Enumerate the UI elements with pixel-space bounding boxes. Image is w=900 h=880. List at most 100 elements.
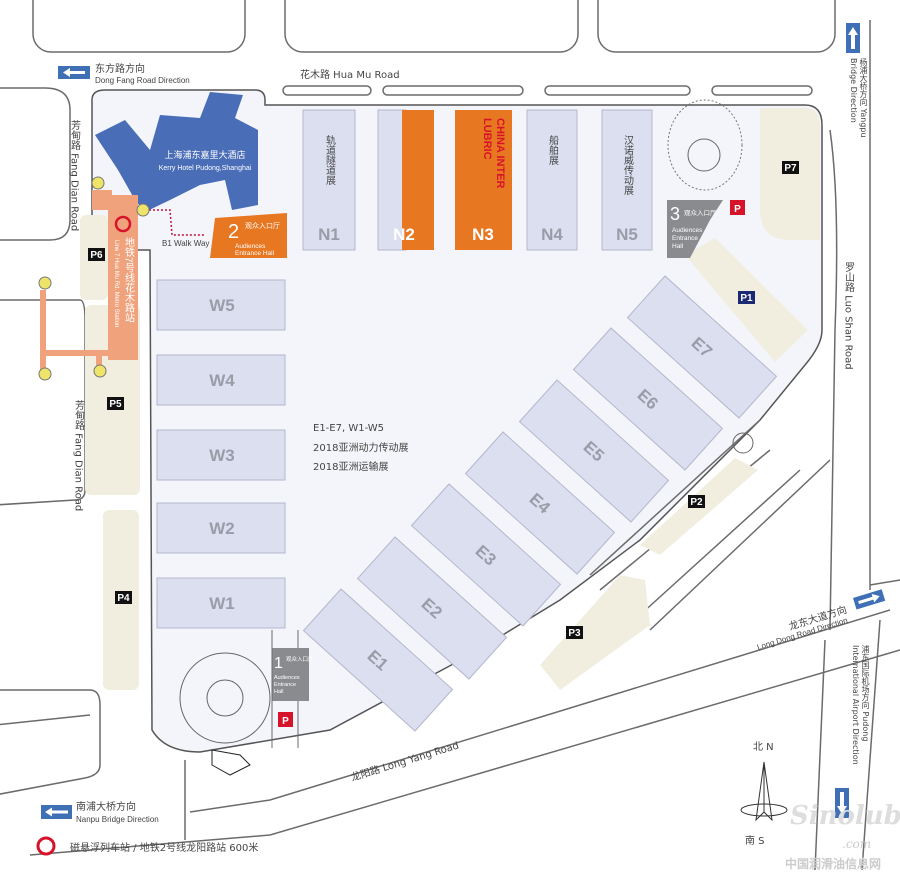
- arrow-left-icon: [63, 68, 85, 77]
- svg-text:P4: P4: [117, 593, 130, 604]
- hall-w5-label: W5: [209, 296, 235, 315]
- parking-tag-p3: P3: [566, 626, 583, 639]
- svg-text:2: 2: [228, 221, 239, 243]
- hall-n4-label: N4: [541, 225, 563, 244]
- svg-text:.com: .com: [842, 837, 871, 851]
- svg-text:P5: P5: [109, 399, 122, 410]
- hall-w3-label: W3: [209, 446, 235, 465]
- kerry-hotel: [95, 92, 258, 212]
- compass-icon: 北 N 南 S: [740, 741, 788, 847]
- svg-text:南浦大桥方向: 南浦大桥方向: [76, 800, 136, 813]
- center-note-show1: 2018亚洲动力传动展: [313, 441, 408, 454]
- road-hua-mu: 花木路 Hua Mu Road: [300, 68, 400, 81]
- center-note-halls: E1-E7, W1-W5: [313, 423, 384, 434]
- airport-label: 浦东国际机场方向 Pudong International Airport Di…: [851, 645, 870, 765]
- direction-dong-fang: 东方路方向 Dong Fang Road Direction: [58, 62, 190, 85]
- parking-sign-p-south: P: [278, 712, 293, 727]
- hall-n5-label: N5: [616, 225, 638, 244]
- yangpu-label-box: 杨浦大桥方向 Yangpu Bridge Direction: [849, 58, 868, 138]
- metro-name-cn: 地铁7号线花木路站: [123, 236, 135, 324]
- fountain: [687, 138, 721, 172]
- direction-yangpu: 杨浦大桥方向 Yangpu Bridge Direction: [846, 23, 868, 138]
- svg-text:东方路方向: 东方路方向: [95, 62, 145, 75]
- hotel-name-cn: 上海浦东嘉里大酒店: [164, 149, 245, 160]
- china-inter-lubric-logo-box: CHINA INTER LUBRIC: [481, 118, 506, 189]
- svg-text:Entrance: Entrance: [672, 235, 698, 242]
- road-luo-shan: 罗山路 Luo Shan Road: [843, 262, 855, 370]
- hall-n4-desc: 船舶展: [547, 134, 559, 166]
- svg-text:Audiences: Audiences: [274, 675, 300, 681]
- svg-text:Nanpu Bridge Direction: Nanpu Bridge Direction: [76, 815, 159, 824]
- entrance-hall-3[interactable]: 3 观众入口厅 Audiences Entrance Hall: [667, 200, 723, 258]
- arrow-right-icon: [858, 593, 880, 605]
- svg-text:北 N: 北 N: [753, 741, 774, 753]
- arrow-down-icon: [837, 792, 847, 814]
- svg-text:观众入口厅: 观众入口厅: [245, 222, 280, 230]
- yangpu-label: 杨浦大桥方向 Yangpu Bridge Direction: [849, 58, 868, 138]
- building: [211, 749, 251, 776]
- china-inter-lubric-logo: CHINA INTER LUBRIC: [481, 118, 506, 189]
- direction-airport: 浦东国际机场方向 Pudong International Airport Di…: [835, 645, 870, 818]
- footer-note: 磁悬浮列车站 / 地铁2号线龙阳路站 600米: [70, 841, 258, 854]
- hall-n1-label: N1: [318, 225, 340, 244]
- svg-text:P2: P2: [690, 497, 703, 508]
- hall-n1-desc: 轨道隧道展: [324, 134, 336, 186]
- svg-text:Audiences: Audiences: [672, 227, 703, 234]
- hall-w1-label: W1: [209, 594, 235, 613]
- metro-name-en: Line 7 Hua Mu Rd. Metro Station: [113, 240, 119, 327]
- svg-text:Audiences: Audiences: [235, 243, 266, 250]
- svg-text:Hall: Hall: [274, 689, 283, 695]
- walkway-label: B1 Walk Way: [162, 239, 209, 248]
- plaza: [667, 99, 743, 191]
- road-fang-dian-south: 芳甸路 Fang Dian Road: [73, 399, 85, 511]
- entrance-hall-2[interactable]: 2 观众入口厅 Audiences Entrance Hall: [210, 213, 287, 258]
- road-fang-dian-north: 芳甸路 Fang Dian Road: [69, 119, 81, 231]
- svg-text:P1: P1: [740, 293, 753, 304]
- east-halls: E1 E2 E3 E4 E5 E6 E7: [302, 275, 778, 732]
- metro-station: 地铁7号线花木路站 Line 7 Hua Mu Rd. Metro Statio…: [38, 176, 150, 381]
- arrow-left-icon: [45, 807, 68, 817]
- entrance-hall-1[interactable]: 1 观众入口厅 Audiences Entrance Hall: [272, 648, 314, 701]
- svg-text:观众入口厅: 观众入口厅: [286, 656, 314, 663]
- parking-tag-p2: P2: [688, 495, 705, 508]
- direction-long-dong: 龙东大道方向 Long Dong Road Direction: [756, 589, 886, 652]
- road-long-yang: 龙阳路 Long Yang Road: [349, 739, 460, 784]
- svg-text:南 S: 南 S: [745, 834, 765, 847]
- walkway-path: [145, 209, 205, 236]
- svg-text:中国润滑油信息网: 中国润滑油信息网: [785, 856, 881, 871]
- svg-text:Hall: Hall: [672, 243, 684, 250]
- svg-text:Entrance Hall: Entrance Hall: [235, 250, 275, 257]
- watermark: Sinolub .com 中国润滑油信息网: [785, 801, 900, 871]
- parking-tag-p5: P5: [107, 397, 124, 410]
- roundabout: [179, 652, 271, 744]
- hall-w4-label: W4: [209, 371, 235, 390]
- metro-logo-icon: [36, 836, 56, 856]
- direction-nanpu: 南浦大桥方向 Nanpu Bridge Direction: [41, 800, 159, 824]
- center-note-show2: 2018亚洲运输展: [313, 460, 388, 473]
- hall-n5-desc: 汉诺威传动展: [622, 135, 634, 196]
- svg-text:观众入口厅: 观众入口厅: [684, 209, 717, 217]
- metro-logo-icon: [114, 215, 132, 233]
- parking-tag-p1: P1: [738, 291, 755, 304]
- west-halls: W5 W4 W3 W2 W1: [156, 279, 286, 629]
- parking-tag-p7: P7: [782, 161, 799, 174]
- hall-n2-label: N2: [393, 225, 415, 244]
- svg-text:1: 1: [274, 655, 283, 672]
- svg-text:Sinolub: Sinolub: [790, 801, 900, 831]
- parking-sign-p-north: P: [730, 200, 745, 215]
- svg-text:P: P: [282, 716, 289, 727]
- hall-n3-label: N3: [472, 225, 494, 244]
- svg-text:P7: P7: [784, 163, 797, 174]
- hotel-name-en: Kerry Hotel Pudong,Shanghai: [159, 165, 252, 172]
- arrow-up-icon: [848, 27, 858, 49]
- parking-tag-p4: P4: [115, 591, 132, 604]
- parking-tag-p6: P6: [88, 248, 105, 261]
- svg-text:P6: P6: [90, 250, 103, 261]
- svg-text:P3: P3: [568, 628, 581, 639]
- svg-text:3: 3: [670, 204, 680, 224]
- north-halls: 轨道隧道展 N1 N2 CHINA INTER LUBRIC N3 船舶展 N4…: [302, 109, 653, 251]
- svg-text:Entrance: Entrance: [274, 682, 296, 688]
- svg-text:Dong Fang Road Direction: Dong Fang Road Direction: [95, 76, 190, 85]
